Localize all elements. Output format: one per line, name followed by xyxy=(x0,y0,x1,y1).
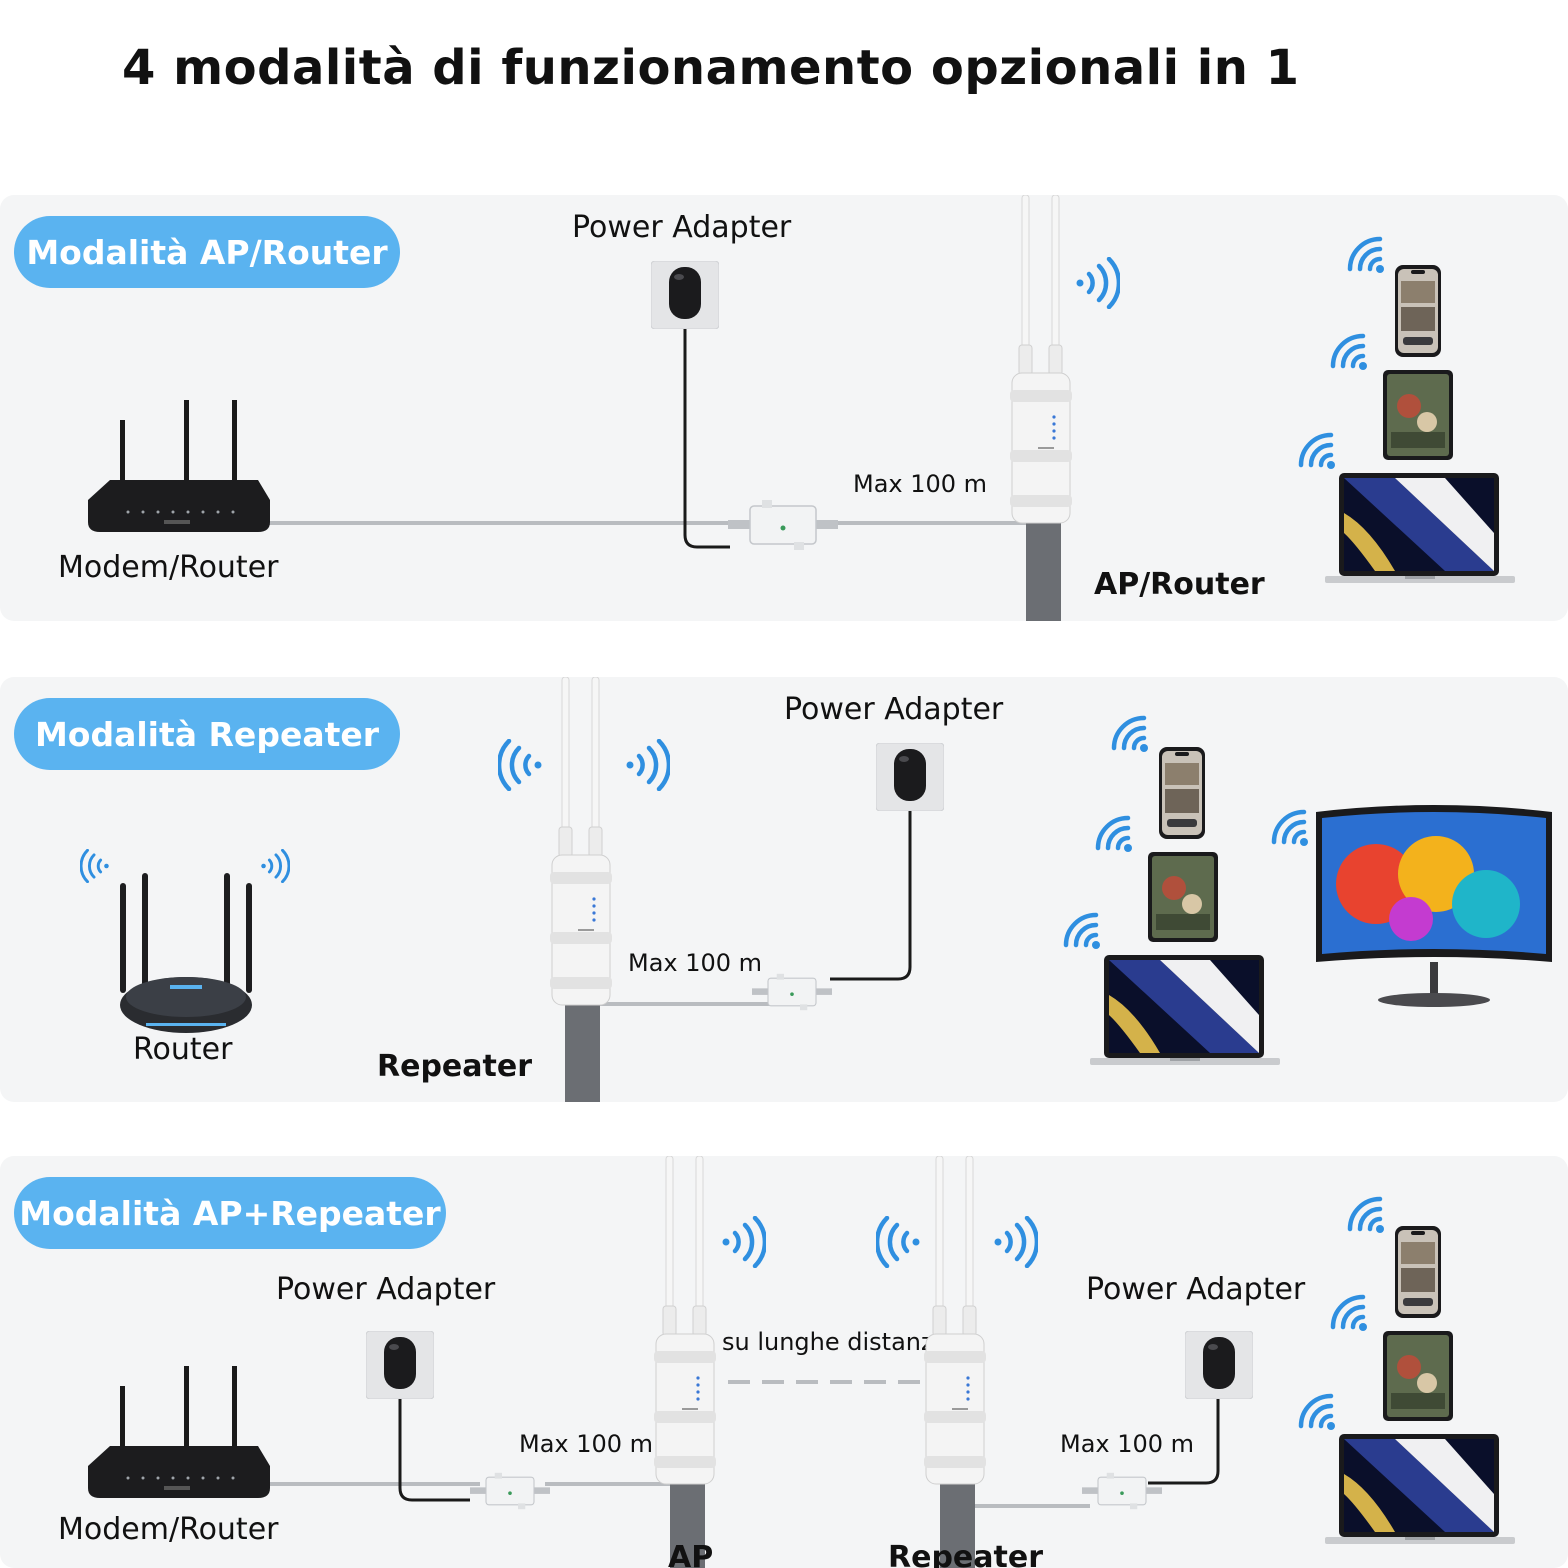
poe-injector-icon xyxy=(728,500,838,550)
device-label-right: Repeater xyxy=(888,1540,1043,1568)
laptop-icon xyxy=(1325,473,1515,588)
ap-device-icon xyxy=(1008,195,1078,535)
panel-repeater: Modalità Repeater Router Repeater Max 10… xyxy=(0,677,1568,1102)
phone-icon xyxy=(1159,747,1205,839)
mode-pill-ap-router: Modalità AP/Router xyxy=(14,216,400,288)
tablet-icon xyxy=(1148,852,1218,942)
device-label: Repeater xyxy=(377,1049,532,1084)
panel-ap-repeater: Modalità AP+Repeater Modem/Router Power … xyxy=(0,1156,1568,1568)
router-icon xyxy=(106,873,266,1043)
distance-label: Max 100 m xyxy=(628,949,763,977)
phone-icon xyxy=(1395,1226,1441,1318)
laptop-icon xyxy=(1090,955,1280,1070)
device-label: AP/Router xyxy=(1094,567,1265,602)
power-adapter-label: Power Adapter xyxy=(572,210,792,245)
repeater-device-icon xyxy=(548,677,618,1017)
monitor-icon xyxy=(1316,804,1552,1014)
long-distance-label: su lunghe distanze xyxy=(722,1328,949,1356)
distance-label-left: Max 100 m xyxy=(519,1430,654,1458)
panel-ap-router: Modalità AP/Router Modem/Router Power Ad… xyxy=(0,195,1568,621)
source-label: Modem/Router xyxy=(58,550,279,585)
poe-injector-icon xyxy=(1082,1461,1162,1521)
modem-router-icon xyxy=(88,400,278,540)
wifi-signal-icon xyxy=(1072,257,1120,309)
laptop-icon xyxy=(1325,1434,1515,1549)
mode-pill-repeater: Modalità Repeater xyxy=(14,698,400,770)
cables-panel-2 xyxy=(565,807,912,1102)
power-adapter-label-right: Power Adapter xyxy=(1086,1272,1306,1307)
power-adapter-icon xyxy=(651,261,719,329)
wifi-client-icon xyxy=(1090,810,1138,858)
distance-label-right: Max 100 m xyxy=(1060,1430,1195,1458)
wifi-client-icon xyxy=(1293,427,1341,475)
power-adapter-label-left: Power Adapter xyxy=(276,1272,496,1307)
wifi-client-icon xyxy=(1106,710,1154,758)
distance-label: Max 100 m xyxy=(853,470,988,498)
wifi-client-icon xyxy=(1342,1191,1390,1239)
device-label-left: AP xyxy=(668,1540,714,1568)
power-adapter-icon xyxy=(876,743,944,811)
wifi-client-icon xyxy=(1325,1289,1373,1337)
wifi-client-icon xyxy=(1266,804,1314,852)
source-label: Router xyxy=(133,1032,233,1067)
wifi-signal-icon xyxy=(718,1216,766,1268)
power-adapter-label: Power Adapter xyxy=(784,692,1004,727)
wifi-client-icon xyxy=(1342,231,1390,279)
power-adapter-icon xyxy=(1185,1331,1253,1399)
wifi-client-icon xyxy=(1058,907,1106,955)
page-title: 4 modalità di funzionamento opzionali in… xyxy=(122,40,1300,96)
wifi-signal-icon xyxy=(876,1216,924,1268)
phone-icon xyxy=(1395,265,1441,357)
wifi-client-icon xyxy=(1325,328,1373,376)
cables-panel-3 xyxy=(268,1356,1220,1568)
poe-injector-icon xyxy=(752,962,832,1022)
source-label: Modem/Router xyxy=(58,1512,279,1547)
power-adapter-icon xyxy=(366,1331,434,1399)
wifi-client-icon xyxy=(1293,1388,1341,1436)
wifi-signal-icon xyxy=(498,739,546,791)
modem-router-icon xyxy=(88,1366,278,1506)
mode-pill-ap-repeater: Modalità AP+Repeater xyxy=(14,1177,446,1249)
ap-device-icon xyxy=(652,1156,722,1496)
tablet-icon xyxy=(1383,370,1453,460)
wifi-signal-icon xyxy=(622,739,670,791)
repeater-device-icon xyxy=(922,1156,992,1496)
poe-injector-icon xyxy=(470,1461,550,1521)
wifi-signal-icon xyxy=(990,1216,1038,1268)
tablet-icon xyxy=(1383,1331,1453,1421)
